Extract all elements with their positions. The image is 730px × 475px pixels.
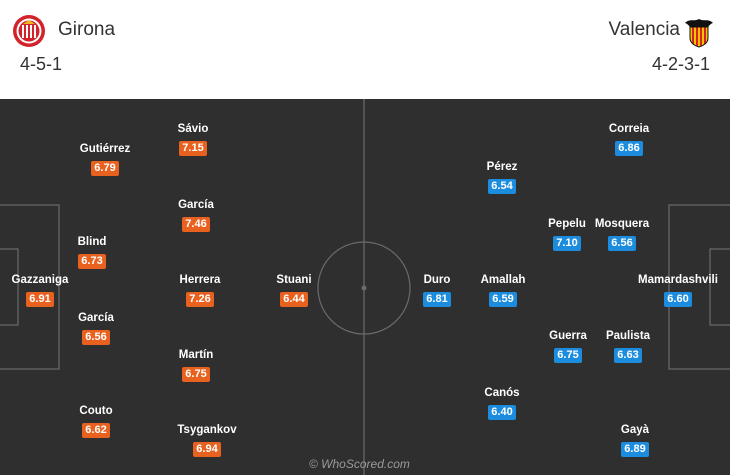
home-player-martin[interactable]: Martín 6.75 — [151, 348, 241, 382]
player-name: Mamardashvili — [638, 274, 718, 286]
player-name: Blind — [77, 236, 107, 248]
player-name: García — [178, 199, 214, 211]
player-rating: 6.56 — [82, 330, 110, 345]
home-player-gazzaniga[interactable]: Gazzaniga 6.91 — [0, 273, 85, 307]
home-player-savio[interactable]: Sávio 7.15 — [148, 122, 238, 156]
player-name: Martín — [178, 349, 214, 361]
player-name: Gutiérrez — [79, 143, 131, 155]
player-name: Tsygankov — [177, 424, 237, 436]
away-player-pepelu[interactable]: Pepelu 7.10 — [522, 217, 612, 251]
player-name: Stuani — [276, 274, 312, 286]
home-player-tsygankov[interactable]: Tsygankov 6.94 — [162, 423, 252, 457]
player-rating: 6.59 — [489, 292, 517, 307]
away-player-duro[interactable]: Duro 6.81 — [392, 273, 482, 307]
home-player-stuani[interactable]: Stuani 6.44 — [249, 273, 339, 307]
player-name: Mosquera — [594, 218, 650, 230]
away-player-guerra[interactable]: Guerra 6.75 — [523, 329, 613, 363]
pitch: Gazzaniga 6.91 Gutiérrez 6.79 Blind 6.73… — [0, 99, 730, 475]
player-name: García — [78, 312, 114, 324]
match-lineup-header: Girona 4-5-1 Valencia 4-2-3-1 — [0, 0, 730, 99]
player-rating: 6.75 — [182, 367, 210, 382]
player-rating: 7.26 — [186, 292, 214, 307]
valencia-bat-crest-icon[interactable] — [682, 14, 716, 48]
player-name: Amallah — [480, 274, 526, 286]
player-name: Sávio — [177, 123, 209, 135]
home-player-herrera[interactable]: Herrera 7.26 — [155, 273, 245, 307]
away-player-canos[interactable]: Canós 6.40 — [457, 386, 547, 420]
player-rating: 6.86 — [615, 141, 643, 156]
player-rating: 6.81 — [423, 292, 451, 307]
player-rating: 6.63 — [614, 348, 642, 363]
home-player-gutierrez[interactable]: Gutiérrez 6.79 — [60, 142, 150, 176]
away-player-amallah[interactable]: Amallah 6.59 — [458, 273, 548, 307]
away-player-mamardashvili[interactable]: Mamardashvili 6.60 — [628, 273, 728, 307]
player-rating: 7.46 — [182, 217, 210, 232]
away-formation: 4-2-3-1 — [651, 54, 710, 74]
home-formation: 4-5-1 — [20, 54, 63, 74]
player-name: Gazzaniga — [11, 274, 69, 286]
home-player-couto[interactable]: Couto 6.62 — [51, 404, 141, 438]
player-name: Duro — [423, 274, 451, 286]
whoscored-watermark: © WhoScored.com — [309, 457, 410, 471]
girona-crest-icon[interactable] — [12, 14, 46, 48]
player-name: Pérez — [486, 161, 518, 173]
pitch-markings — [0, 99, 730, 475]
player-rating: 6.60 — [664, 292, 692, 307]
away-player-gaya[interactable]: Gayà 6.89 — [590, 423, 680, 457]
player-rating: 7.10 — [553, 236, 581, 251]
player-rating: 6.54 — [488, 179, 516, 194]
away-player-perez[interactable]: Pérez 6.54 — [457, 160, 547, 194]
player-name: Canós — [484, 387, 520, 399]
home-player-garcia-defender[interactable]: García 6.56 — [51, 311, 141, 345]
player-rating: 6.89 — [621, 442, 649, 457]
player-name: Couto — [79, 405, 113, 417]
away-player-paulista[interactable]: Paulista 6.63 — [583, 329, 673, 363]
home-team-name[interactable]: Girona — [58, 19, 116, 40]
player-name: Correia — [608, 123, 650, 135]
home-player-blind[interactable]: Blind 6.73 — [47, 235, 137, 269]
player-rating: 6.62 — [82, 423, 110, 438]
player-name: Herrera — [179, 274, 221, 286]
player-rating: 6.79 — [91, 161, 119, 176]
home-player-garcia-midfielder[interactable]: García 7.46 — [151, 198, 241, 232]
player-rating: 6.40 — [488, 405, 516, 420]
away-team-name[interactable]: Valencia — [608, 19, 680, 40]
player-rating: 7.15 — [179, 141, 207, 156]
player-name: Paulista — [605, 330, 651, 342]
player-rating: 6.73 — [78, 254, 106, 269]
away-player-mosquera[interactable]: Mosquera 6.56 — [577, 217, 667, 251]
away-player-correia[interactable]: Correia 6.86 — [584, 122, 674, 156]
player-name: Pepelu — [548, 218, 586, 230]
player-rating: 6.94 — [193, 442, 221, 457]
player-rating: 6.56 — [608, 236, 636, 251]
player-rating: 6.91 — [26, 292, 54, 307]
player-rating: 6.44 — [280, 292, 308, 307]
player-name: Guerra — [549, 330, 587, 342]
player-name: Gayà — [620, 424, 650, 436]
player-rating: 6.75 — [554, 348, 582, 363]
